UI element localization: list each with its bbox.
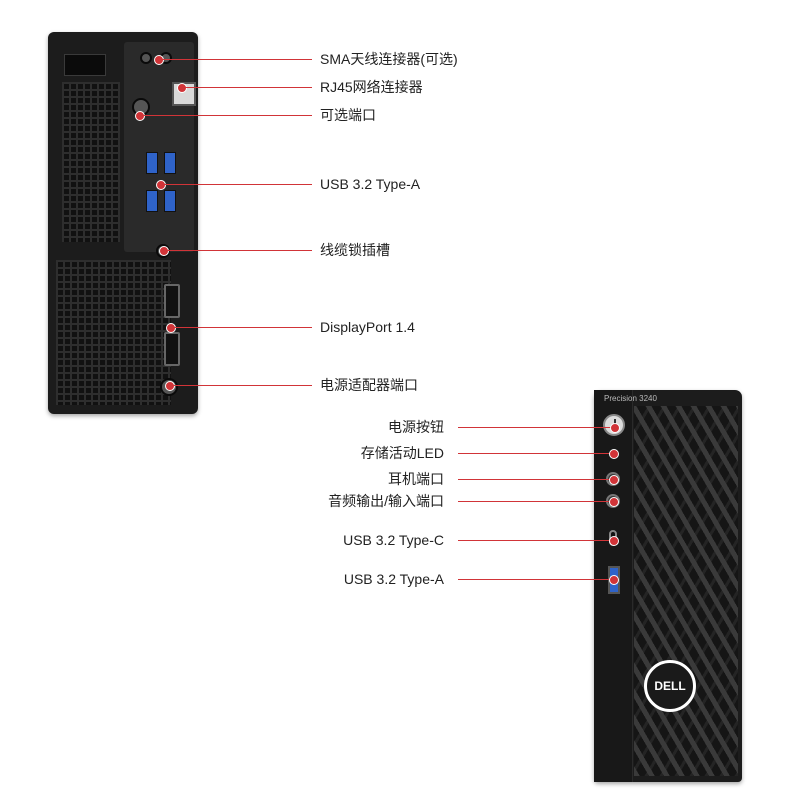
callout-marker [609, 475, 619, 485]
displayport-icon [164, 284, 180, 318]
callout-marker [609, 536, 619, 546]
dell-logo: DELL [644, 660, 696, 712]
callout-line [181, 87, 312, 88]
callout-marker [159, 246, 169, 256]
sma-connector-icon [140, 52, 152, 64]
usb-a-port-icon [164, 152, 176, 174]
callout-label-headphone: 耳机端口 [388, 471, 444, 487]
callout-line [458, 501, 613, 502]
callout-marker [135, 111, 145, 121]
callout-label-power-adapter: 电源适配器端口 [320, 377, 418, 393]
callout-line [139, 115, 312, 116]
callout-line [458, 540, 613, 541]
back-port-plate [124, 42, 194, 252]
callout-marker [609, 575, 619, 585]
callout-line [458, 453, 613, 454]
callout-label-usb-a-front: USB 3.2 Type-A [343, 571, 444, 587]
callout-marker [156, 180, 166, 190]
callout-label-optional-port: 可选端口 [320, 107, 376, 123]
back-vent-lower [56, 260, 171, 405]
callout-line [170, 327, 312, 328]
usb-a-port-icon [164, 190, 176, 212]
callout-marker [610, 423, 620, 433]
callout-line [158, 59, 312, 60]
callout-line [169, 385, 312, 386]
callout-label-storage-led: 存储活动LED [360, 445, 444, 461]
front-vent-grille [634, 406, 738, 776]
callout-label-cable-lock: 线缆锁插槽 [320, 242, 390, 258]
expansion-slot [64, 54, 106, 76]
callout-marker [609, 497, 619, 507]
model-name: Precision 3240 [604, 394, 657, 403]
callout-label-displayport: DisplayPort 1.4 [320, 319, 415, 335]
callout-line [458, 479, 613, 480]
callout-line [163, 250, 312, 251]
callout-marker [165, 381, 175, 391]
callout-label-rj45: RJ45网络连接器 [320, 79, 423, 95]
callout-label-power-button: 电源按钮 [388, 419, 444, 435]
callout-line [160, 184, 312, 185]
callout-line [458, 427, 614, 428]
callout-label-usb-a-back: USB 3.2 Type-A [320, 176, 421, 192]
displayport-icon [164, 332, 180, 366]
back-tower-image [48, 32, 198, 414]
callout-label-usb-c: USB 3.2 Type-C [343, 532, 444, 548]
callout-marker [177, 83, 187, 93]
callout-marker [166, 323, 176, 333]
callout-marker [154, 55, 164, 65]
usb-a-port-icon [146, 190, 158, 212]
callout-label-sma: SMA天线连接器(可选) [320, 51, 458, 67]
back-vent-upper [62, 82, 120, 242]
usb-a-port-icon [146, 152, 158, 174]
callout-line [458, 579, 613, 580]
callout-marker [609, 449, 619, 459]
callout-label-audio: 音频输出/输入端口 [328, 493, 444, 509]
